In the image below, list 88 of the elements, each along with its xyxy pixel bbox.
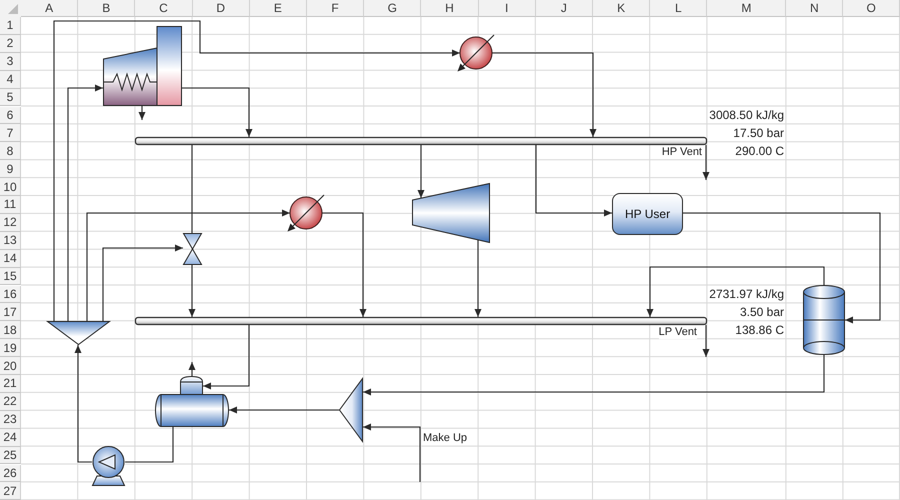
row-header: 1 [0,17,21,35]
flow-arrow [102,244,183,321]
column-header: J [536,0,593,17]
valve-symbol [183,233,202,265]
flow-arrow [683,212,881,324]
stream-property: 290.00 C [735,144,784,158]
flow-arrow [86,210,290,321]
edge-label: Make Up [423,432,468,444]
pump-symbol [92,446,125,486]
connector-line [125,427,174,463]
vertical-vessel-symbol [803,285,845,355]
row-header: 4 [0,70,21,89]
horizontal-vessel-symbol [155,376,229,427]
column-header: F [307,0,364,17]
flow-arrow [322,212,366,317]
edge-label: LP Vent [658,326,697,338]
row-header: 19 [0,339,21,358]
process-box: HP User [612,193,683,235]
row-header: 25 [0,446,21,464]
flow-arrow [418,145,424,198]
connector-line [191,145,193,233]
row-header: 8 [0,142,21,160]
column-header: A [21,0,78,17]
flow-arrow [74,345,92,463]
flow-arrow [138,106,146,120]
row-header: 22 [0,392,21,411]
header-pipe [135,137,707,145]
stream-property: 17.50 bar [733,126,784,140]
flow-arrow [474,240,482,317]
mixer-symbol [339,378,363,442]
row-header: 12 [0,214,21,232]
row-header: 9 [0,160,21,178]
row-header: 15 [0,268,21,286]
boiler-symbol [103,26,182,106]
column-header: O [843,0,900,17]
flow-arrow [363,355,825,396]
row-header: 16 [0,286,21,304]
row-header: 26 [0,464,21,482]
column-header: E [250,0,307,17]
flow-arrow [646,266,825,317]
row-header: 13 [0,232,21,250]
stream-property: 3.50 bar [740,305,784,320]
flow-arrow [363,424,421,482]
row-header: 11 [0,196,21,214]
stream-property: 3008.50 kJ/kg [709,108,784,122]
row-header: 23 [0,410,21,429]
flow-arrow [188,265,196,317]
header-pipe [135,317,707,325]
row-header: 7 [0,124,21,142]
column-header: G [364,0,422,17]
flow-arrow [53,20,460,321]
column-header: B [78,0,136,17]
heat-exchanger-symbol [286,193,326,233]
row-header: 3 [0,52,21,71]
stream-property: 138.86 C [735,323,784,338]
row-header: 27 [0,482,21,500]
flow-arrow [702,145,710,180]
row-header: 21 [0,375,21,393]
row-header: 20 [0,357,21,375]
flow-arrow [702,325,710,357]
column-header: K [593,0,650,17]
flow-arrow [535,145,612,216]
row-header: 18 [0,321,21,340]
column-header: I [478,0,536,17]
column-header: N [786,0,844,17]
splitter-symbol [47,321,110,345]
flow-arrow [182,87,252,137]
flow-arrow [229,406,339,414]
column-header: H [421,0,479,17]
row-header: 10 [0,178,21,196]
row-header: 2 [0,34,21,53]
row-header: 5 [0,88,21,106]
edge-label: HP Vent [662,146,702,158]
column-header: M [707,0,786,17]
column-header: C [135,0,193,17]
heat-exchanger-symbol [456,33,496,73]
flow-arrow [492,52,596,137]
row-header: 14 [0,250,21,268]
flow-arrow [203,325,250,390]
column-header: L [650,0,708,17]
stream-property: 2731.97 kJ/kg [709,287,784,302]
flow-arrow [67,84,103,321]
row-header: 17 [0,303,21,322]
turbine-symbol [412,183,490,243]
column-header: D [192,0,250,17]
row-header: 24 [0,428,21,447]
row-header: 6 [0,106,21,124]
flow-arrow [188,362,196,376]
